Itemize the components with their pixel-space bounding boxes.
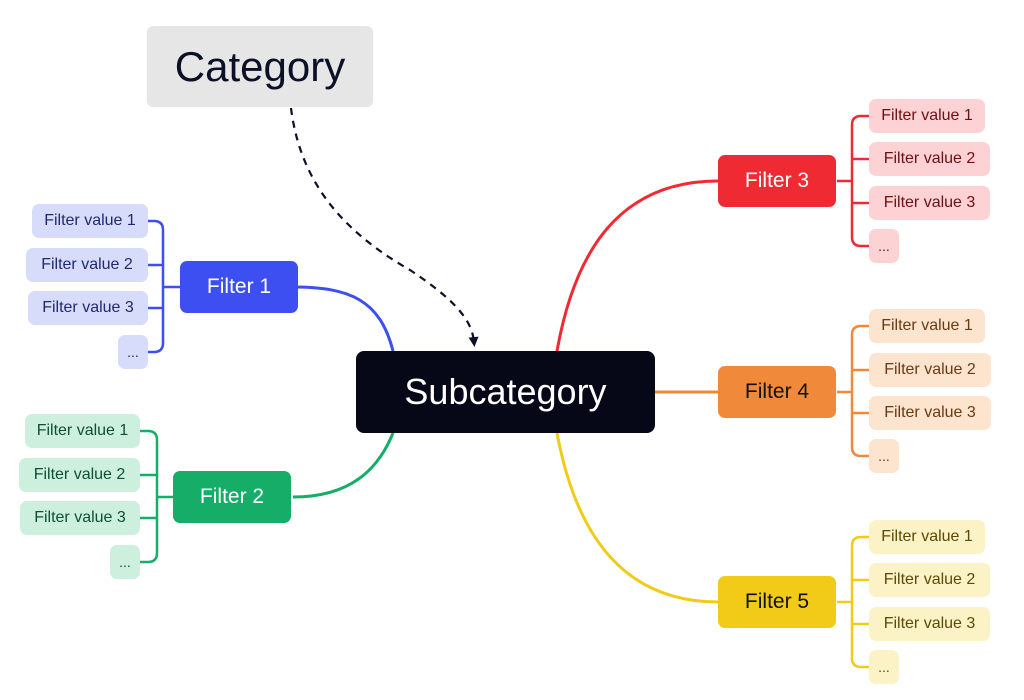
connector-filter-5 [555,432,719,604]
category-node[interactable]: Category [147,26,373,107]
filter-2-value-2[interactable]: Filter value 2 [19,458,140,492]
filter-1-more-values[interactable]: ... [118,335,148,369]
filter-3-brackets [837,114,869,248]
filter-4-value-3[interactable]: Filter value 3 [869,396,991,430]
filter-4-value-1[interactable]: Filter value 1 [869,309,985,343]
filter-1-value-1[interactable]: Filter value 1 [32,204,148,238]
filter-3-more-values[interactable]: ... [869,229,899,263]
filter-5-value-2[interactable]: Filter value 2 [869,563,990,597]
filter-4-brackets [837,324,869,458]
connector-filter-3 [555,179,719,352]
filter-1-value-2[interactable]: Filter value 2 [26,248,148,282]
filter-3-value-3[interactable]: Filter value 3 [869,186,990,220]
category-to-subcategory-arrow [289,107,479,347]
filter-5-more-values[interactable]: ... [869,650,899,684]
connector-filter-1 [292,285,395,352]
filter-4-value-2[interactable]: Filter value 2 [869,353,991,387]
filter-2-node[interactable]: Filter 2 [173,471,291,523]
filter-1-node[interactable]: Filter 1 [180,261,298,313]
filter-3-node[interactable]: Filter 3 [718,155,836,207]
filter-5-node[interactable]: Filter 5 [718,576,836,628]
filter-4-more-values[interactable]: ... [869,439,899,473]
filter-1-brackets [148,219,180,354]
filter-2-more-values[interactable]: ... [110,545,140,579]
filter-2-value-1[interactable]: Filter value 1 [25,414,140,448]
filter-3-value-1[interactable]: Filter value 1 [869,99,985,133]
filter-1-value-3[interactable]: Filter value 3 [28,291,148,325]
filter-2-value-3[interactable]: Filter value 3 [20,501,140,535]
filter-3-value-2[interactable]: Filter value 2 [869,142,990,176]
connector-filter-2 [292,432,395,499]
filter-5-value-3[interactable]: Filter value 3 [869,607,990,641]
filter-5-value-1[interactable]: Filter value 1 [869,520,985,554]
subcategory-node[interactable]: Subcategory [356,351,655,433]
filter-4-node[interactable]: Filter 4 [718,366,836,418]
filter-5-brackets [837,535,869,669]
filter-2-brackets [140,429,173,564]
